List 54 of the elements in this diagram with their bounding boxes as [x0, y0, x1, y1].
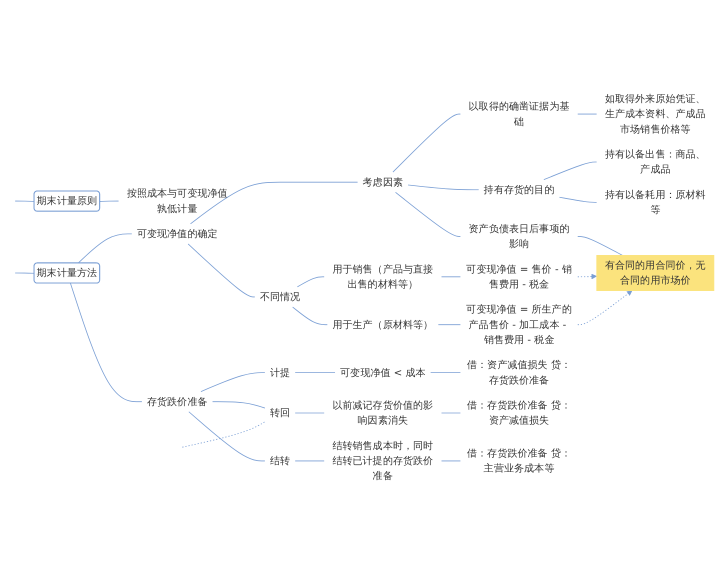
connector [441, 460, 461, 462]
node-text: 持有以备耗用：原材料等 [604, 188, 706, 216]
node-text: 借：存货跌价准备 贷：资产减值损失 [467, 399, 572, 426]
node-text: 持有以备出售：商品、产成品 [604, 148, 706, 176]
node-text: 借：资产减值损失 贷：存货跌价准备 [467, 358, 572, 386]
connector [190, 182, 358, 224]
arrow [577, 274, 597, 280]
node-text: 资产负债表日后事项的影响 [468, 222, 570, 250]
connector [14, 272, 35, 274]
node-text: 可变现净值的确定 [136, 228, 218, 240]
connector [70, 282, 142, 402]
connector [441, 412, 461, 414]
connector [408, 184, 480, 190]
connector [296, 276, 325, 288]
node-text: 可变现净值 = 售价 - 销售费用 - 税金 [466, 262, 572, 290]
connector [292, 306, 328, 326]
connector [200, 372, 266, 392]
node-text: 按照成本与可变现净值孰低计量 [126, 187, 228, 214]
node-text: 存货跌价准备 [146, 395, 208, 408]
connector [182, 421, 266, 448]
node-text: 如取得外来原始凭证、生产成本资料、产成品市场销售价格等 [604, 92, 706, 135]
node-text: 可变现净值 = 所生产的产品售价 - 加工成本 - 销售费用 - 税金 [466, 303, 572, 346]
node-text: 用于销售（产品与直接出售的材料等） [332, 262, 434, 290]
arrow [577, 290, 632, 326]
connector [188, 244, 256, 298]
node-text: 借：存货跌价准备 贷：主营业务成本等 [467, 447, 572, 474]
connector [100, 200, 119, 202]
node-text: 考虑因素 [362, 176, 404, 188]
connector [430, 372, 461, 374]
connector [438, 324, 461, 326]
node-text: 用于生产（原材料等） [332, 318, 434, 330]
node-text: 持有存货的目的 [484, 183, 554, 196]
node-text: 结转销售成本时，同时结转已计提的存货跌价准备 [332, 440, 434, 482]
connector [212, 401, 266, 408]
connector [441, 276, 461, 278]
node-text: 以取得的确凿证据为基础 [468, 100, 570, 128]
connector [294, 372, 336, 374]
connector [543, 162, 598, 180]
connector [294, 412, 325, 414]
node-text: 以前减记存货价值的影响因素消失 [332, 399, 434, 426]
connector [188, 411, 266, 462]
connector [577, 236, 623, 256]
node-text: 计提 [270, 366, 290, 378]
node-text: 转回 [270, 406, 290, 419]
node-text: 不同情况 [260, 290, 300, 303]
connector [392, 114, 461, 172]
connector [559, 196, 598, 203]
node-text: 结转 [270, 454, 290, 467]
connector [294, 460, 325, 462]
connector [78, 233, 132, 264]
connector [395, 192, 461, 237]
node-box: 有合同的用合同价，无合同的用市场价 [596, 255, 714, 291]
node-text: 可变现净值 < 成本 [340, 366, 426, 378]
connector [14, 200, 35, 202]
